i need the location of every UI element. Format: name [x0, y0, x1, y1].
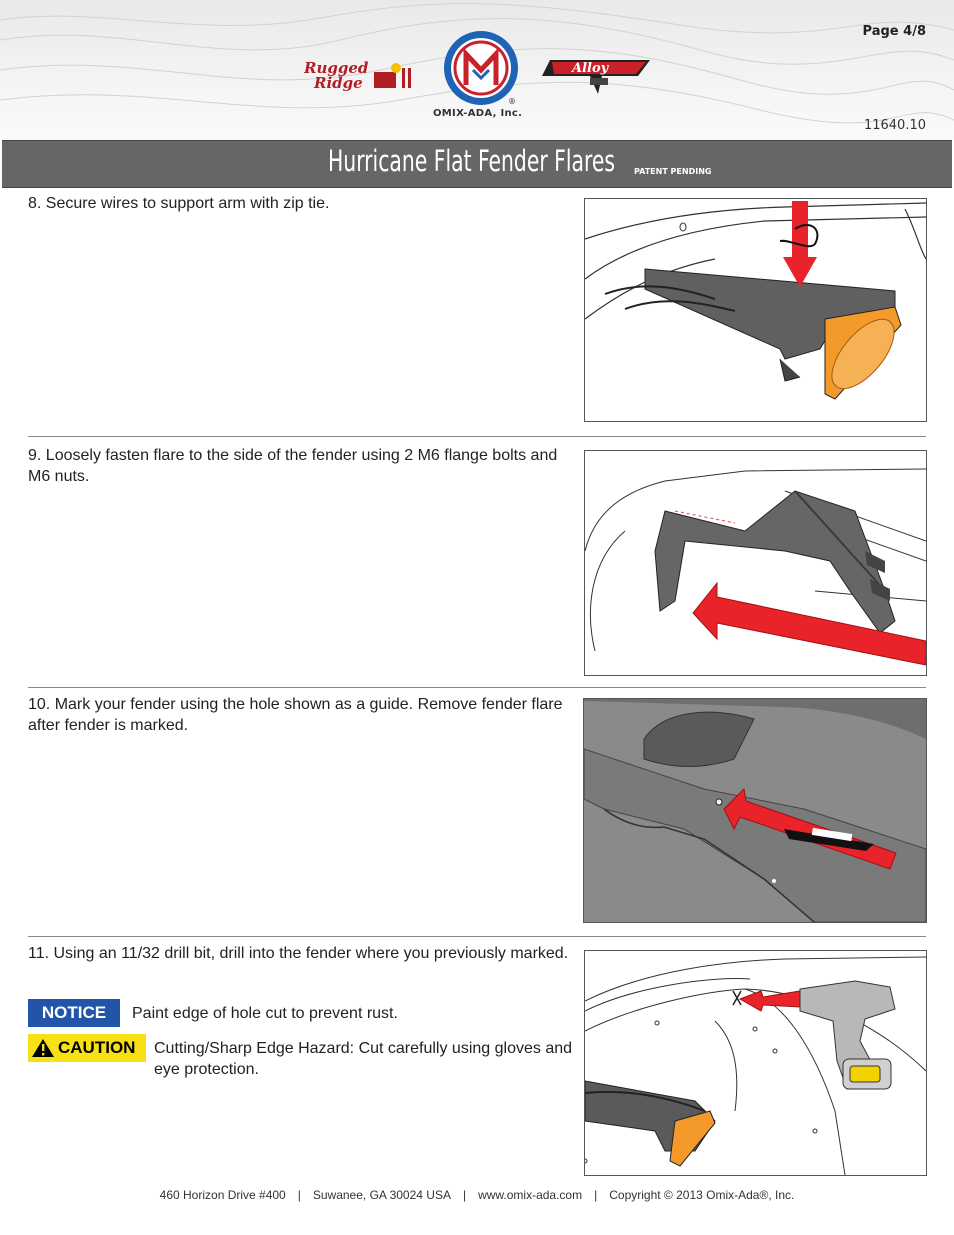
step-9-text: 9. Loosely fasten flare to the side of t…: [28, 447, 558, 485]
caution-text: Cutting/Sharp Edge Hazard: Cut carefully…: [154, 1040, 573, 1078]
footer-city: Suwanee, GA 30024 USA: [312, 1188, 451, 1202]
svg-text:®: ®: [508, 97, 516, 106]
divider: [28, 936, 926, 937]
footer-website-link[interactable]: www.omix-ada.com: [478, 1188, 583, 1202]
notice-badge: NOTICE: [28, 999, 120, 1027]
step-8-text: 8. Secure wires to support arm with zip …: [28, 195, 330, 212]
step-11-text: 11. Using an 11/32 drill bit, drill into…: [28, 945, 569, 962]
svg-text:Alloy: Alloy: [570, 61, 610, 76]
step-10-text: 10. Mark your fender using the hole show…: [28, 696, 563, 734]
warning-triangle-icon: [32, 1039, 54, 1057]
caution-badge: CAUTION: [28, 1034, 146, 1062]
alloy-usa-logo: Alloy: [542, 54, 652, 102]
footer-address: 460 Horizon Drive #400: [159, 1188, 286, 1202]
caution-label: CAUTION: [58, 1038, 136, 1057]
document-title: Hurricane Flat Fender Flares: [328, 144, 615, 178]
document-number: 11640.10: [863, 118, 926, 133]
divider: [28, 687, 926, 688]
page-footer: 460 Horizon Drive #400|Suwanee, GA 30024…: [159, 1188, 795, 1202]
step-11-figure: [584, 950, 927, 1176]
page-number: Page 4/8: [862, 24, 926, 39]
page-header: Page 4/8 11640.10 Rugged Ridge ® OMIX-AD…: [0, 0, 954, 140]
step-10-figure: [583, 698, 927, 923]
divider: [28, 436, 926, 437]
omix-ada-logo: ®: [438, 30, 528, 110]
topographic-background: [0, 3, 954, 124]
patent-label: PATENT PENDING: [634, 167, 712, 176]
svg-text:Ridge: Ridge: [313, 74, 363, 92]
svg-text:Rugged: Rugged: [304, 59, 369, 77]
company-name: OMIX-ADA, Inc.: [433, 108, 523, 119]
step-9-figure: [584, 450, 927, 676]
rugged-ridge-logo: Rugged Ridge: [303, 58, 416, 96]
notice-text: Paint edge of hole cut to prevent rust.: [132, 1005, 398, 1022]
title-bar: Hurricane Flat Fender Flares PATENT PEND…: [2, 140, 952, 188]
step-8-figure: [584, 198, 927, 422]
footer-copyright: Copyright © 2013 Omix-Ada®, Inc.: [609, 1188, 795, 1202]
